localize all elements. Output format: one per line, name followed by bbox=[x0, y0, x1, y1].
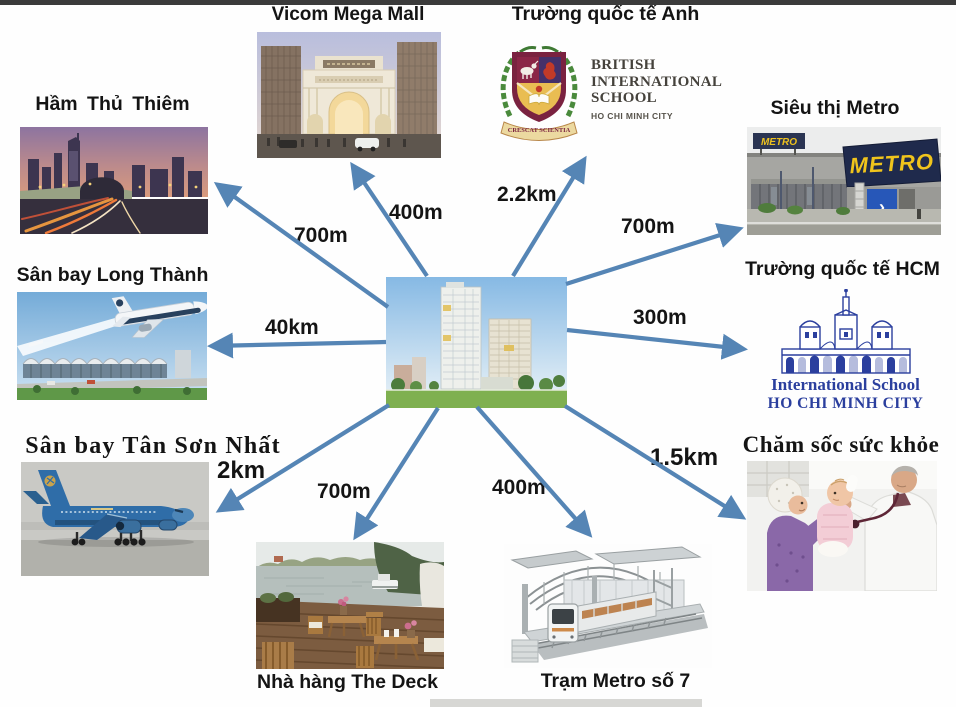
british-school-logo-text: BRITISH INTERNATIONAL SCHOOL HO CHI MINH… bbox=[591, 57, 741, 121]
long-thanh-airport-label: Sân bay Long Thành bbox=[16, 264, 209, 286]
bis-line2: INTERNATIONAL bbox=[591, 73, 723, 90]
tan-son-nhat-airport-label: Sân bay Tân Sơn Nhất bbox=[25, 433, 281, 459]
ishcmc-line2: HO CHI MINH CITY bbox=[767, 395, 924, 412]
distance-metro-supermarket: 700m bbox=[621, 215, 675, 238]
distance-vincom: 400m bbox=[389, 201, 443, 224]
metro-supermarket-label: Siêu thị Metro bbox=[770, 97, 900, 119]
thu-thiem-tunnel-image bbox=[20, 127, 208, 234]
distance-tan-son-nhat-airport: 2km bbox=[217, 457, 266, 484]
bottom-shadow-bar bbox=[430, 699, 702, 707]
vincom-mall-image bbox=[257, 32, 441, 158]
central-building-image bbox=[386, 277, 567, 408]
ishcmc-line1: International School bbox=[771, 375, 920, 394]
distance-health-care: 1.5km bbox=[650, 444, 719, 471]
vincom-mall-label: Vicom Mega Mall bbox=[271, 4, 425, 25]
tan-son-nhat-airport-image bbox=[21, 462, 209, 576]
distance-metro-station-7: 400m bbox=[492, 476, 546, 499]
bis-line1: BRITISH bbox=[591, 57, 656, 73]
british-school-label: Trường quốc tế Anh bbox=[511, 3, 700, 25]
bis-city: HO CHI MINH CITY bbox=[591, 110, 673, 121]
arrow-to-the-deck bbox=[353, 406, 440, 541]
metro-supermarket-image: METRO METRO › bbox=[747, 127, 941, 235]
distance-long-thanh-airport: 40km bbox=[265, 316, 319, 339]
long-thanh-airport-image bbox=[17, 292, 207, 400]
health-care-label: Chăm sốc sức khỏe bbox=[742, 432, 940, 457]
arrow-to-ishcmc bbox=[566, 327, 749, 360]
distance-the-deck: 700m bbox=[317, 480, 371, 503]
top-border-bar bbox=[0, 0, 956, 5]
ishcmc-logo-drawing bbox=[772, 289, 922, 375]
metro-main-sign-text: METRO bbox=[849, 149, 935, 178]
blue-sign-chevron: › bbox=[879, 197, 885, 217]
arrow-to-metro-station-7 bbox=[475, 405, 593, 538]
thu-thiem-tunnel-label: Hầm Thủ Thiêm bbox=[35, 93, 190, 115]
distance-british-school: 2.2km bbox=[497, 183, 557, 206]
metro-station-7-label: Trạm Metro số 7 bbox=[540, 670, 691, 692]
arrow-to-british-school bbox=[511, 155, 587, 278]
ishcmc-label: Trường quốc tế HCM bbox=[745, 258, 940, 280]
distance-ishcmc: 300m bbox=[633, 306, 687, 329]
bis-line3: SCHOOL bbox=[591, 90, 657, 106]
arrow-to-long-thanh-airport bbox=[206, 332, 387, 359]
metro-station-7-image bbox=[504, 544, 712, 668]
metro-roof-sign-text: METRO bbox=[761, 137, 797, 148]
the-deck-restaurant-label: Nhà hàng The Deck bbox=[257, 671, 438, 693]
health-care-image bbox=[747, 461, 937, 591]
distance-thu-thiem-tunnel: 700m bbox=[294, 224, 348, 247]
the-deck-restaurant-image bbox=[256, 542, 444, 669]
ishcmc-logo-text: International School HO CHI MINH CITY bbox=[748, 375, 943, 413]
crest-motto-text: CRESCAT SCIENTIA bbox=[508, 127, 571, 134]
british-school-crest: CRESCAT SCIENTIA bbox=[496, 40, 582, 143]
